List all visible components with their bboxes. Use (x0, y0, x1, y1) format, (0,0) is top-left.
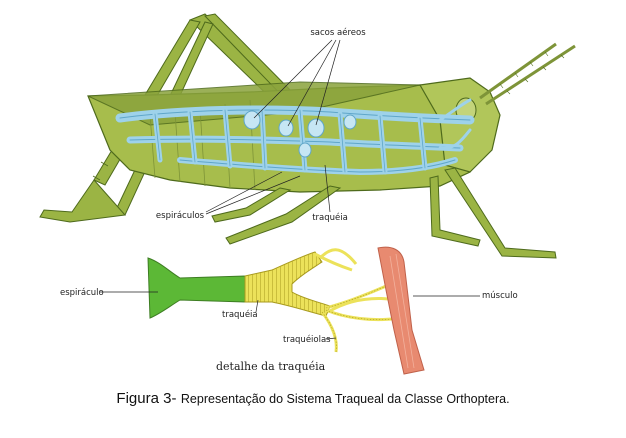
muscle-fibers (389, 253, 415, 369)
grasshopper-illustration: sacos aéreos espiráculos traquéia (39, 13, 576, 259)
hind-foot (39, 179, 127, 223)
leader-traqueiolas (325, 337, 337, 340)
caption-text: Representação do Sistema Traqueal da Cla… (180, 392, 510, 406)
label-espiraculos: espiráculos (156, 211, 205, 221)
leaders-sacos-aereos (253, 39, 341, 127)
leader-traqueia-top (324, 164, 331, 213)
label-traqueia-detail: traquéia (222, 309, 258, 320)
label-musculo: músculo (482, 291, 518, 301)
tracheal-network (115, 98, 475, 176)
trachea-tube (244, 251, 331, 317)
label-detalhe-traqueia: detalhe da traquéia (216, 360, 326, 373)
tracheal-system-diagram: sacos aéreos espiráculos traquéia (39, 13, 576, 375)
caption-figure-number: Figura 3- (116, 390, 177, 407)
leaders-espiraculos (205, 171, 301, 215)
label-traqueiolas: traquéiolas (283, 334, 331, 345)
middle-legs (211, 185, 342, 245)
muscle (377, 246, 425, 375)
label-espiraculo: espiráculo (60, 288, 104, 298)
antenna-rings (499, 51, 565, 95)
label-traqueia-top: traquéia (312, 212, 348, 223)
leader-traqueia-detail (255, 299, 259, 313)
label-sacos-aereos: sacos aéreos (310, 27, 366, 38)
air-sacs (243, 110, 357, 158)
spiracle (147, 257, 246, 319)
antennae (479, 42, 576, 106)
figure-caption: Figura 3- Representação do Sistema Traqu… (0, 390, 626, 408)
head (419, 77, 501, 173)
trachea-detail-illustration: espiráculo traquéia traquéiolas músculo … (60, 246, 518, 375)
front-legs (429, 167, 557, 259)
